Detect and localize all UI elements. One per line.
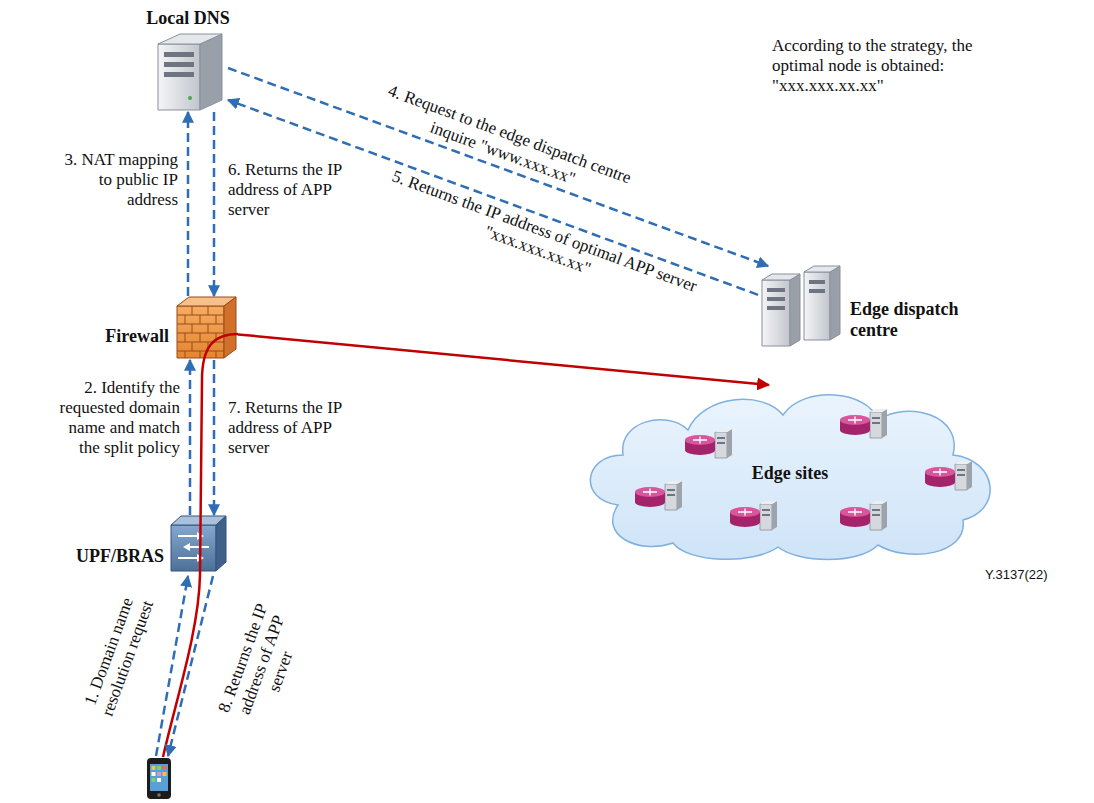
step-label: 3. NAT mapping to public IP address bbox=[53, 150, 178, 210]
step-label: 7. Returns the IP address of APP server bbox=[228, 398, 346, 458]
node-label: Edge sites bbox=[752, 463, 829, 484]
node-heading-group: Edge sites bbox=[752, 463, 829, 484]
firewall-icon bbox=[177, 297, 236, 358]
dashed-connector bbox=[187, 112, 190, 296]
node-box: Edge sites bbox=[578, 385, 1002, 562]
step-label: 5. Returns the IP address of optimal APP… bbox=[365, 160, 717, 322]
edge-site-icon bbox=[730, 501, 777, 530]
dispatch-server-icon bbox=[762, 266, 840, 346]
dns-server-icon bbox=[158, 34, 222, 110]
node-heading-group: UPF/BRAS bbox=[76, 546, 164, 567]
step-label: 6. Returns the IP address of APP server bbox=[228, 160, 346, 220]
phone-icon bbox=[147, 758, 171, 799]
edge-site-icon bbox=[840, 409, 887, 438]
edge-site-icon bbox=[840, 501, 887, 530]
node-box: Firewall bbox=[175, 296, 238, 360]
node-heading-group: Firewall bbox=[105, 326, 169, 347]
dashed-arrow bbox=[156, 576, 188, 756]
traffic-connector bbox=[238, 334, 769, 385]
node-label: UPF/BRAS bbox=[76, 546, 164, 567]
dashed-connector bbox=[213, 360, 216, 515]
node-box: Edge dispatch centre bbox=[758, 266, 842, 346]
dashed-connector bbox=[189, 360, 192, 515]
edge-cloud bbox=[590, 395, 990, 560]
node-label: Local DNS bbox=[146, 8, 230, 29]
step-label: 2. Identify the requested domain name an… bbox=[45, 378, 180, 458]
step-label: 1. Domain name resolution request bbox=[76, 585, 160, 726]
node-heading-group: Edge dispatch centre bbox=[850, 299, 980, 341]
dashed-arrow bbox=[168, 576, 213, 756]
upf-bras-icon bbox=[171, 516, 226, 571]
node-label: Edge dispatch centre bbox=[850, 299, 980, 341]
note-text: According to the strategy, the optimal n… bbox=[772, 36, 994, 96]
node-box: Local DNS bbox=[148, 32, 228, 112]
node-label: Firewall bbox=[105, 326, 169, 347]
figure-id: Y.3137(22) bbox=[985, 567, 1048, 583]
edge-site-icon bbox=[635, 481, 682, 510]
step-label: 8. Returns the IP address of APP server bbox=[213, 598, 310, 731]
node-box: UPF/BRAS bbox=[170, 515, 226, 572]
edge-site-icon bbox=[925, 461, 972, 490]
edge-site-icon bbox=[685, 429, 732, 458]
node-heading-group: Local DNS bbox=[146, 8, 230, 29]
dashed-connector bbox=[213, 112, 216, 296]
